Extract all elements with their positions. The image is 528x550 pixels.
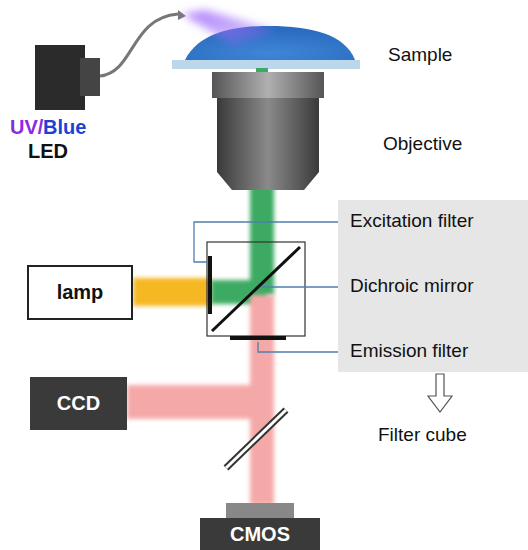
beam-splitter [226, 410, 286, 468]
filter-part-name: Excitation filter [350, 210, 474, 232]
cube-outline [207, 242, 305, 336]
hollow-arrow [428, 374, 452, 412]
leader-line [194, 222, 338, 262]
filter-part-name: Emission filter [350, 340, 468, 362]
leader-line [258, 342, 338, 352]
uv-light [182, 10, 275, 46]
cmos-camera: CMOS [200, 518, 320, 550]
led-body [35, 45, 85, 110]
part-label: Filter cube [378, 424, 467, 446]
filter-cube-panel: Excitation filterDichroic mirrorEmission… [338, 200, 528, 372]
device-name: lamp [57, 281, 104, 304]
slide [172, 60, 360, 69]
led-label: LED [28, 140, 68, 163]
part-label: Objective [383, 133, 462, 155]
dichroic-mirror [212, 247, 300, 331]
ccd-camera: CCD [30, 377, 127, 430]
lamp-beam [133, 278, 211, 306]
lamp-box: lamp [27, 265, 133, 320]
green-beam [250, 185, 274, 295]
led-label: UV/ [10, 116, 43, 139]
device-name: CCD [57, 392, 100, 415]
excitation-filter [208, 256, 212, 314]
ccd-beam [127, 385, 262, 419]
filter-part-name: Dichroic mirror [350, 275, 474, 297]
device-name: CMOS [230, 523, 290, 546]
leader-line [262, 286, 338, 287]
leader-lines [194, 222, 338, 352]
objective-body [217, 98, 319, 190]
objective-collar [212, 72, 324, 98]
fibre-cable [100, 14, 178, 76]
cmos-window [226, 503, 294, 518]
led-nozzle [80, 58, 100, 96]
part-label: Sample [388, 44, 452, 66]
light-beams [127, 185, 274, 505]
led-label: Blue [43, 116, 86, 139]
beam-splitter-core [226, 410, 286, 468]
emission-filter [230, 336, 286, 340]
